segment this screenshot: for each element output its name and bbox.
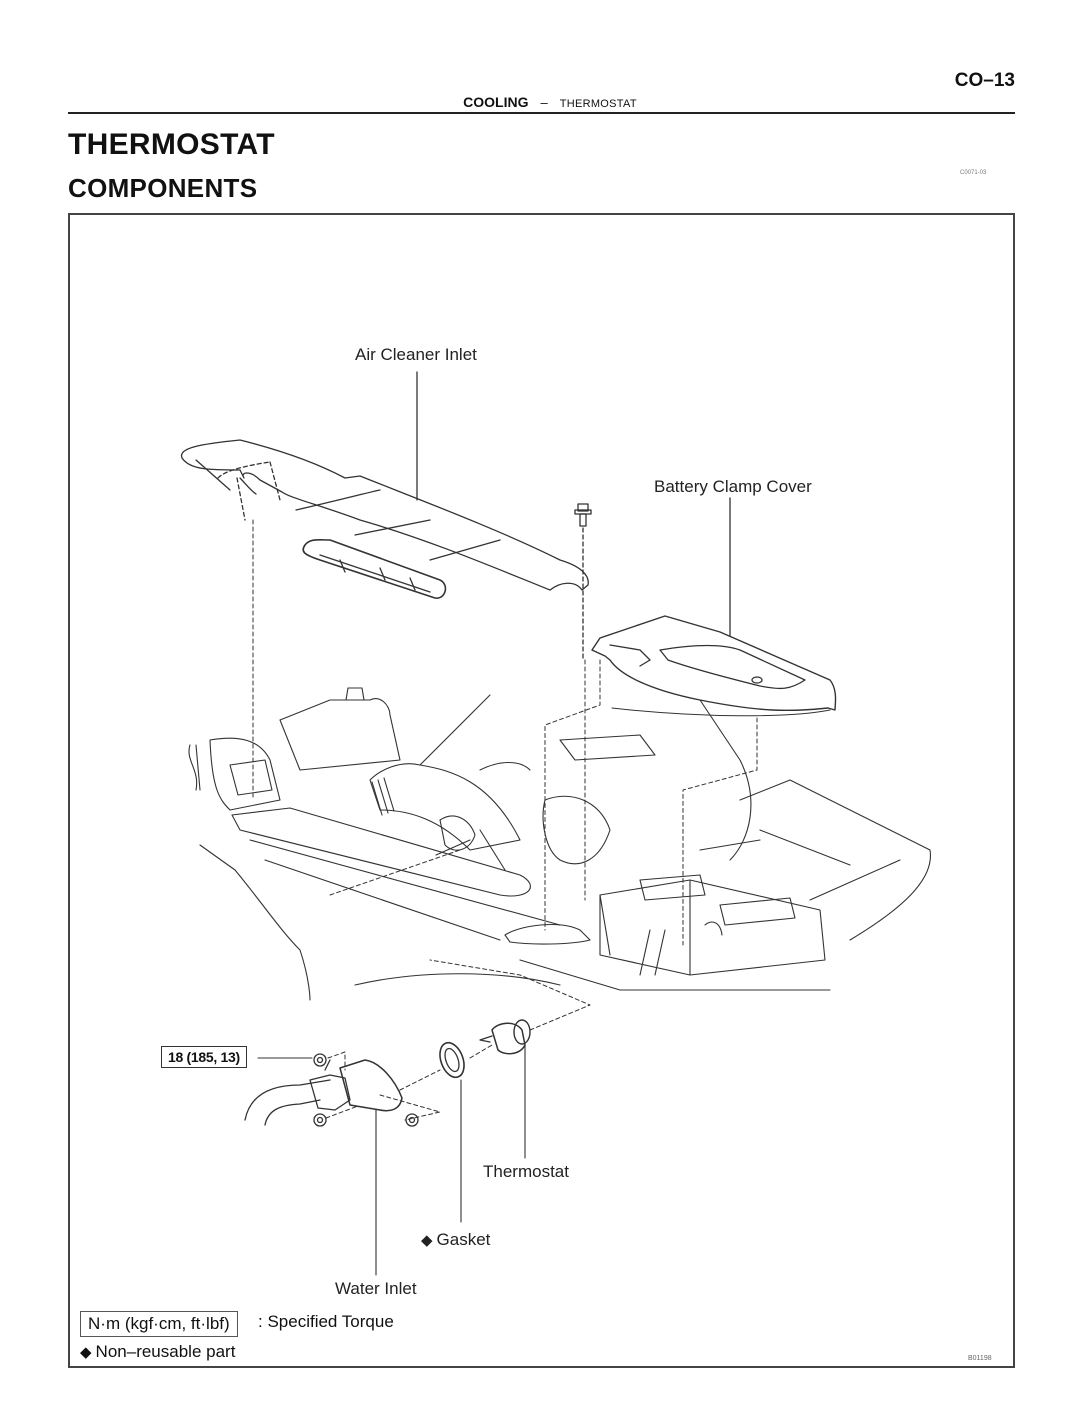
callout-battery-clamp-cover: Battery Clamp Cover — [654, 477, 812, 496]
nut-parts — [313, 1053, 419, 1127]
figure-frame — [68, 213, 1015, 1368]
running-header-section: COOLING — [463, 94, 529, 110]
air-cleaner-inlet-part — [180, 439, 589, 599]
callout-leaders — [257, 1044, 526, 1276]
lower-assembly-guides — [325, 1044, 493, 1121]
legend-torque-label: : Specified Torque — [258, 1312, 394, 1331]
legend-non-reusable-label: Non–reusable part — [95, 1342, 236, 1361]
assembly-guides — [252, 519, 758, 1031]
callout-air-cleaner-inlet: Air Cleaner Inlet — [355, 345, 477, 364]
running-header: COOLING–THERMOSTAT — [380, 94, 720, 112]
running-header-subsection: THERMOSTAT — [559, 98, 637, 110]
diamond-icon: ◆ — [80, 1344, 92, 1361]
section-code: C0071-03 — [960, 170, 987, 176]
engine-bay-illustration — [188, 687, 931, 1001]
running-header-separator: – — [540, 95, 548, 110]
section-subtitle: COMPONENTS — [68, 173, 258, 203]
callout-gasket: ◆Gasket — [421, 1230, 490, 1250]
battery-clamp-cover-part — [591, 615, 837, 717]
water-inlet-part — [244, 1059, 403, 1126]
thermostat-part — [479, 1019, 531, 1055]
legend-non-reusable: ◆Non–reusable part — [80, 1342, 235, 1362]
torque-spec-box: 18 (185, 13) — [161, 1046, 247, 1068]
legend-torque-unit-box: N·m (kgf·cm, ft·lbf) — [80, 1311, 238, 1337]
bolt-part — [574, 503, 592, 527]
callout-thermostat: Thermostat — [483, 1162, 569, 1181]
page-title: THERMOSTAT — [68, 128, 275, 161]
figure-id: B01198 — [968, 1355, 992, 1362]
header-rule — [68, 112, 1015, 114]
gasket-part — [439, 1041, 465, 1079]
callout-water-inlet: Water Inlet — [335, 1279, 417, 1298]
non-reusable-diamond-icon: ◆ — [421, 1232, 433, 1249]
page-number: CO–13 — [954, 70, 1015, 91]
callout-gasket-label: Gasket — [436, 1230, 491, 1249]
